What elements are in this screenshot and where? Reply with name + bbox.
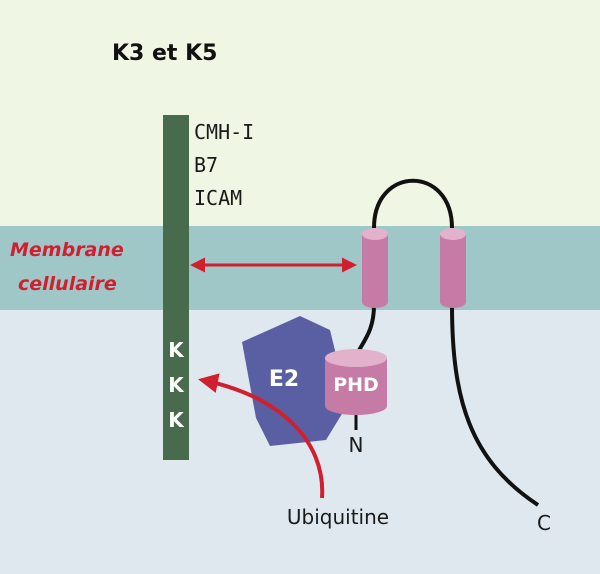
c-terminal-tail	[450, 304, 540, 507]
extracellular-loop	[372, 178, 454, 229]
e2-label: E2	[269, 367, 299, 392]
phd-linker	[356, 304, 376, 353]
n-terminus-label: N	[349, 433, 364, 457]
target-label-b7: B7	[194, 153, 218, 177]
phd-label: PHD	[333, 374, 379, 396]
e2-enzyme-shape	[242, 316, 348, 446]
lysine-label-1: K	[168, 338, 185, 362]
target-label-cmh: CMH-I	[194, 120, 254, 144]
transmembrane-helix-2	[440, 228, 466, 308]
extracellular-zone	[0, 0, 600, 226]
diagram-title: K3 et K5	[112, 41, 217, 66]
phd-domain	[325, 349, 387, 415]
membrane-label-line2: cellulaire	[18, 273, 117, 295]
transmembrane-helix-1	[362, 228, 388, 308]
ubiquitin-arrow	[198, 373, 325, 499]
target-label-icam: ICAM	[194, 186, 242, 210]
target-receptor-bar	[163, 115, 189, 460]
lysine-label-3: K	[168, 408, 185, 432]
ubiquitin-label: Ubiquitine	[287, 505, 389, 529]
membrane-label-line1: Membrane	[10, 239, 124, 261]
c-terminus-label: C	[537, 511, 551, 535]
lysine-label-2: K	[168, 373, 185, 397]
